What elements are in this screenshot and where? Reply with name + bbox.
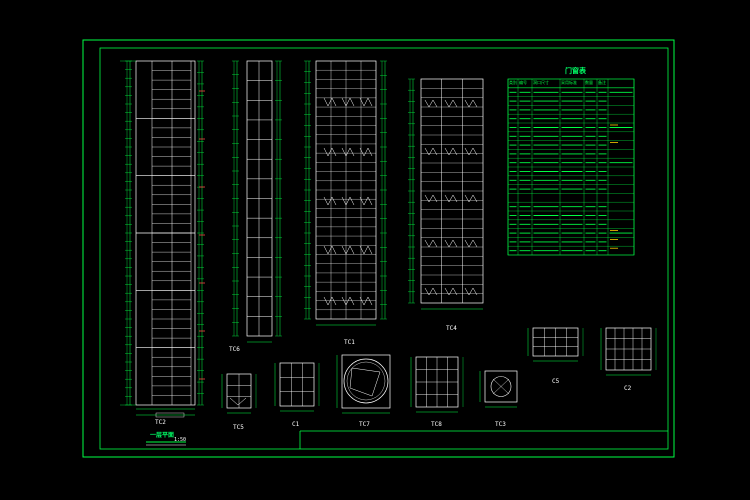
tc1-vent-mark [341,245,355,255]
tc4-vent-mark [444,147,458,156]
label-tc7: TC7 [359,421,370,428]
tc4-vent-mark [424,147,438,156]
label-c5: C5 [552,378,560,385]
tc3-cross [492,378,510,395]
tc4-vent-mark [464,239,478,248]
tc1-vent-mark [359,296,373,306]
tc4-vent-mark [444,99,458,108]
tc1-vent-mark [341,296,355,306]
tc1-vent-mark [323,245,337,255]
c1-frame [279,362,315,407]
tc4-vent-mark [444,287,458,296]
tc4-vent-mark [464,99,478,108]
table-header-cell: 编号 [519,80,527,85]
floor-plan-scale: 1:50 [174,437,187,443]
tc1-vent-mark [323,97,337,107]
tc4-vent-mark [424,239,438,248]
elevation-tc2 [120,60,205,446]
tc4-vent-mark [444,194,458,203]
tc1-vent-mark [359,97,373,107]
tc3-frame [484,370,518,403]
tc4-vent-mark [444,239,458,248]
tc1-vent-mark [359,196,373,206]
label-c1: C1 [292,421,300,428]
table-title: 门窗表 [565,67,586,75]
door-window-table [507,78,635,256]
tc2-tag [155,412,185,418]
detail-windows [221,327,657,414]
outer-border [82,39,675,458]
tc1-vent-mark [323,147,337,157]
elevation-tc6 [232,60,282,343]
label-tc3: TC3 [495,421,506,428]
tc1-vent-mark [341,196,355,206]
tc4-vent-mark [464,147,478,156]
table-header-cell: 类别 [509,80,517,85]
table-header-cell: 采用标准 [561,80,577,85]
label-c2: C2 [624,385,632,392]
elevation-tc1 [304,60,387,326]
tc4-vent-mark [464,287,478,296]
tc7-circle-inner [346,361,386,401]
inner-border [99,47,669,450]
label-tc2: TC2 [155,419,166,426]
label-tc8: TC8 [431,421,442,428]
label-tc4: TC4 [446,325,457,332]
table-header-cell: 数量 [585,80,593,85]
tc4-vent-mark [424,287,438,296]
label-tc5: TC5 [233,424,244,431]
tc7-circle [343,358,389,404]
tc1-vent-mark [359,147,373,157]
tc4-vent-mark [424,194,438,203]
tc1-vent-mark [323,296,337,306]
table-header-cell: 备注 [598,80,606,85]
tc1-vent-mark [341,147,355,157]
tc1-vent-mark [359,245,373,255]
tc4-vent-mark [424,99,438,108]
elevation-tc4 [408,78,484,310]
tc4-vent-mark [464,194,478,203]
tc1-vent-mark [323,196,337,206]
label-tc1: TC1 [344,339,355,346]
floor-plan-title: 一层平面 [150,432,175,439]
table-header-cell: 洞口尺寸 [533,80,549,85]
tc1-vent-mark [341,97,355,107]
tc5-open-mark [229,397,247,406]
label-tc6: TC6 [229,346,240,353]
tc7-glazing [349,367,381,397]
tc7-frame [341,354,391,409]
tc3-circle [490,376,512,397]
